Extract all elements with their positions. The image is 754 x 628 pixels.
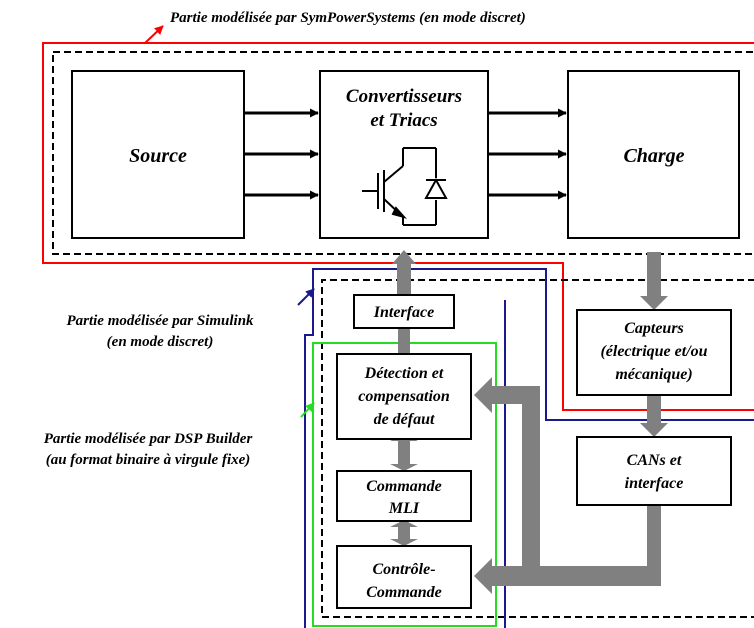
interface-to-converter-arrow	[392, 250, 416, 300]
detection-label-line1: Détection et	[364, 365, 444, 382]
charge-block	[567, 70, 740, 239]
dsp-pointer	[300, 402, 315, 418]
detection-label-line3: de défaut	[374, 411, 435, 428]
commande-mli-label-line1: Commande	[366, 478, 442, 495]
commande-mli-label-line2: MLI	[388, 500, 420, 517]
interface-block	[353, 294, 455, 329]
title-label: Partie modélisée par SymPowerSystems (en…	[170, 10, 526, 26]
gray-arrows	[390, 250, 668, 594]
converter-label-line2: et Triacs	[370, 110, 437, 131]
cans-label-line1: CANs et	[627, 452, 682, 469]
title-pointer	[144, 25, 164, 44]
dsp-label-line1: Partie modélisée par DSP Builder	[44, 431, 253, 447]
cans-label-line2: interface	[625, 475, 684, 492]
capteurs-label-line3: mécanique)	[615, 366, 692, 383]
detection-block	[336, 353, 472, 440]
controle-label-line2: Commande	[366, 584, 442, 601]
source-label: Source	[129, 145, 187, 167]
interface-label: Interface	[373, 304, 434, 321]
dsp-label-line2: (au format binaire à virgule fixe)	[46, 452, 251, 468]
igbt-diode-icon	[362, 147, 448, 226]
controle-commande-block	[336, 545, 472, 609]
simulink-boundary	[304, 268, 754, 628]
capteurs-label-line1: Capteurs	[624, 320, 684, 337]
controle-label-line1: Contrôle-	[372, 561, 435, 578]
charge-to-capteurs-arrow	[640, 252, 668, 310]
detection-label-line2: compensation	[358, 388, 450, 405]
commande-controle-arrow	[390, 520, 418, 546]
capteurs-to-cans-arrow	[640, 395, 668, 437]
simulink-label-line2: (en mode discret)	[107, 334, 214, 350]
detection-commande-arrow	[390, 434, 418, 471]
controle-to-detection-arrow	[474, 377, 540, 566]
simulink-pointer	[297, 288, 315, 306]
commande-mli-block	[336, 470, 472, 522]
cans-block	[576, 436, 732, 506]
charge-label: Charge	[623, 145, 684, 167]
simulink-label-line1: Partie modélisée par Simulink	[66, 313, 254, 329]
capteurs-label-line2: (électrique et/ou	[600, 343, 707, 360]
capteurs-block	[576, 309, 732, 396]
converter-label-line1: Convertisseurs	[346, 86, 462, 107]
source-block	[71, 70, 245, 239]
sympower-boundary	[42, 42, 754, 411]
cans-to-controle-arrow	[474, 505, 661, 594]
interface-detection-link	[398, 328, 410, 354]
